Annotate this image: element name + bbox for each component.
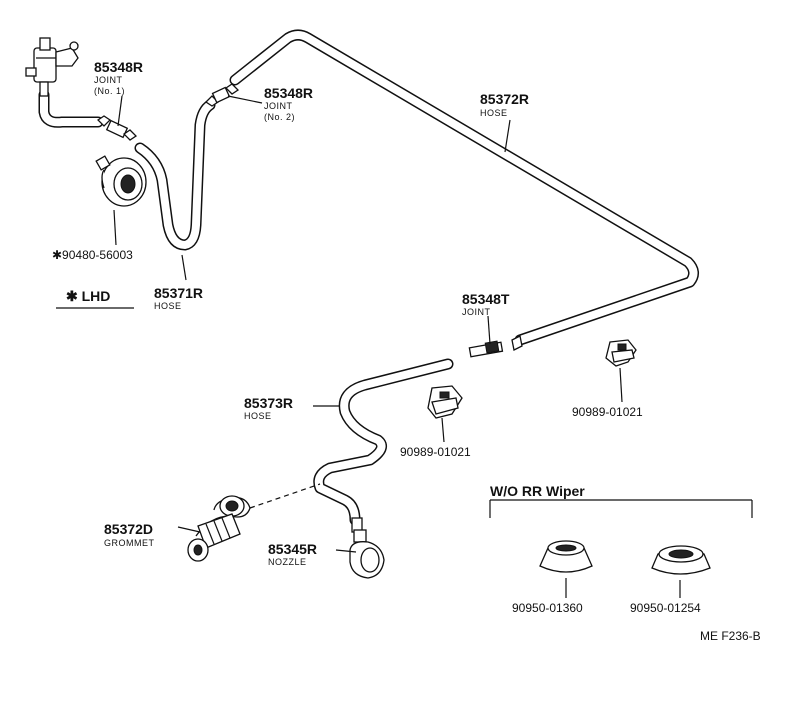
clip-right-icon: [605, 339, 637, 367]
label-clip-right-number: 90989-01021: [572, 405, 643, 419]
nozzle-icon: [349, 517, 385, 579]
washer-pump-icon: [25, 37, 79, 97]
leader-lines: [56, 95, 753, 598]
label-hose-85373R-type: HOSE: [244, 411, 272, 421]
label-nozzle-number: 85345R: [268, 541, 317, 557]
hose-85372R: [229, 29, 699, 346]
grommet-dashed-leader: [249, 483, 321, 509]
label-hose-85371R-number: 85371R: [154, 285, 203, 301]
label-plug-90950-01360: 90950-01360: [512, 601, 583, 615]
plug-90950-01360-icon: [539, 540, 593, 573]
label-pump-cap-number: ✱90480-56003: [52, 248, 133, 262]
plug-90950-01254-icon: [651, 545, 711, 575]
hose-pump-outlet: [38, 89, 104, 128]
label-diagram-code: ME F236-B: [700, 629, 761, 643]
label-wo-rr-wiper: W/O RR Wiper: [490, 483, 585, 499]
grommet-icon: [187, 495, 251, 562]
label-hose-85372R-type: HOSE: [480, 108, 508, 118]
label-nozzle-type: NOZZLE: [268, 557, 307, 567]
label-joint-no1-number: 85348R: [94, 59, 143, 75]
hose-85371R: [134, 99, 216, 251]
label-joint-85348T-type: JOINT: [462, 307, 491, 317]
label-joint-no2-number: 85348R: [264, 85, 313, 101]
hose-85373R: [313, 358, 454, 526]
label-hose-85373R-number: 85373R: [244, 395, 293, 411]
label-grommet-number: 85372D: [104, 521, 153, 537]
label-grommet-type: GROMMET: [104, 538, 155, 548]
pump-cap-icon: [95, 155, 147, 207]
label-joint-no2-detail: (No. 2): [264, 112, 295, 122]
clip-center-icon: [427, 385, 463, 419]
label-hose-85372R-number: 85372R: [480, 91, 529, 107]
label-joint-85348T-number: 85348T: [462, 291, 510, 307]
label-lhd-note: ✱ LHD: [66, 288, 110, 304]
label-joint-no1-detail: (No. 1): [94, 86, 125, 96]
label-hose-85371R-type: HOSE: [154, 301, 182, 311]
joint-no1-icon: [96, 115, 138, 141]
label-clip-center-number: 90989-01021: [400, 445, 471, 459]
label-joint-no2-type: JOINT: [264, 101, 293, 111]
label-joint-no1-type: JOINT: [94, 75, 123, 85]
joint-85348T-icon: [468, 335, 523, 358]
joint-no2-icon: [204, 83, 240, 107]
label-plug-90950-01254: 90950-01254: [630, 601, 701, 615]
